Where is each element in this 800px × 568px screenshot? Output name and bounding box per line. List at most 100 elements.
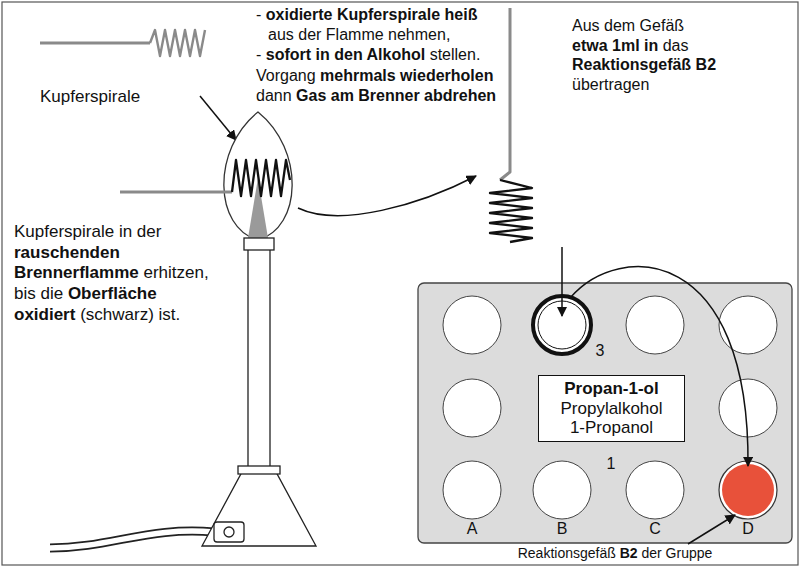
copper-wire [500,8,510,180]
text-run: 1 [607,455,616,472]
text-run: in [119,222,137,241]
text-run: 1ml [612,37,644,54]
instruction-note: Aus dem Gefäß etwa 1ml in das Reaktionsg… [572,16,724,94]
box-text: Propylalkohol [549,399,674,419]
gas-hose [50,531,214,548]
text-run: Alkohol [367,46,430,63]
gas-hose-inner [50,531,214,548]
text-run: den [334,46,366,63]
text-run: Gruppe [666,545,713,561]
oxidized-spiral [490,180,532,242]
text-run: Reaktionsgefäß [518,545,620,561]
text-run: Reaktionsgefäß [572,56,696,73]
text-run: Kupferspirale [40,87,140,106]
text-run: - [256,46,266,63]
flame-cone [248,178,268,238]
well-target [719,461,777,519]
instruction-note: - sofort in den Alkohol stellen. [256,45,504,65]
part-label: Kupferspirale [40,87,190,108]
well [719,296,777,354]
column-letter: A [462,521,482,537]
text-run: B [557,520,568,537]
dip-arrow [561,247,563,316]
text-run: oxidierte [266,6,337,23]
well [533,461,591,519]
text-run: oxidiert [14,305,80,324]
text-run: stellen. [430,46,481,63]
pointer-arrow [200,96,236,140]
well [626,461,684,519]
row-number: 1 [601,456,621,472]
text-run: C [649,520,661,537]
burner-collar [238,466,280,474]
text-run: wiederholen [400,67,493,84]
text-run: abdrehen [424,87,496,104]
text-run: B2 [696,56,716,73]
text-run: B2 [620,545,642,561]
text-run: der [641,545,665,561]
well [443,296,501,354]
text-run: (schwarz) [80,305,158,324]
burner-base [202,472,316,546]
text-run: Gefäß [640,17,684,34]
well [443,379,501,437]
text-run: erhitzen, [143,263,208,282]
copper-spiral [150,30,205,56]
text-run: - [256,6,266,23]
text-run: Brennerflamme [14,263,143,282]
well [626,296,684,354]
copper-wire [40,42,150,45]
text-run: dann [256,87,296,104]
column-letter: B [552,521,572,537]
text-run: übertragen [572,76,649,93]
burner-flame [224,112,292,240]
text-run: rauschenden [14,243,120,262]
oxidized-spiral [232,160,290,196]
text-run: Aus [572,17,604,34]
gas-valve [214,522,244,542]
caption-note: Reaktionsgefäß B2 der Gruppe [470,546,760,561]
burner-mouth [244,238,274,250]
text-run: bis [14,284,40,303]
instruction-note: Kupferspirale in der rauschenden Brenner… [14,222,218,326]
text-run: Gas [296,87,331,104]
text-run: das [663,37,689,54]
instruction-note: - oxidierte Kupferspirale heiß aus der F… [256,5,504,44]
copper-wire [120,191,232,194]
box-text: 1-Propanol [549,418,674,438]
text-run: D [742,520,754,537]
text-run: Vorgang [256,67,320,84]
row-number: 3 [590,343,610,359]
pointer-arrow [688,515,735,544]
text-run: Brenner [358,87,424,104]
text-run: mehrmals [320,67,400,84]
transfer-arrow [298,176,476,216]
text-run: dem [604,17,640,34]
text-run: in [316,46,335,63]
column-letter: D [738,521,758,537]
text-run: Flamme [326,26,388,43]
text-run: A [467,520,478,537]
burner-tube [248,246,270,472]
text-run: der [298,26,326,43]
well [443,461,501,519]
box-text: Propan-1-ol [549,379,674,399]
text-run: nehmen, [388,26,450,43]
well-target-liquid [722,464,774,516]
instruction-note: Vorgang mehrmals wiederholen dann Gas am… [256,66,504,105]
well [719,379,777,437]
text-run: am [331,87,359,104]
column-letter: C [645,521,665,537]
valve-knob [224,527,234,537]
text-run: in [644,37,663,54]
text-run: ist. [159,305,181,324]
text-run: etwa [572,37,612,54]
text-run: heiß [445,6,478,23]
text-run: Kupferspirale [337,6,445,23]
text-run: Kupferspirale [14,222,119,241]
text-run: der [137,222,162,241]
